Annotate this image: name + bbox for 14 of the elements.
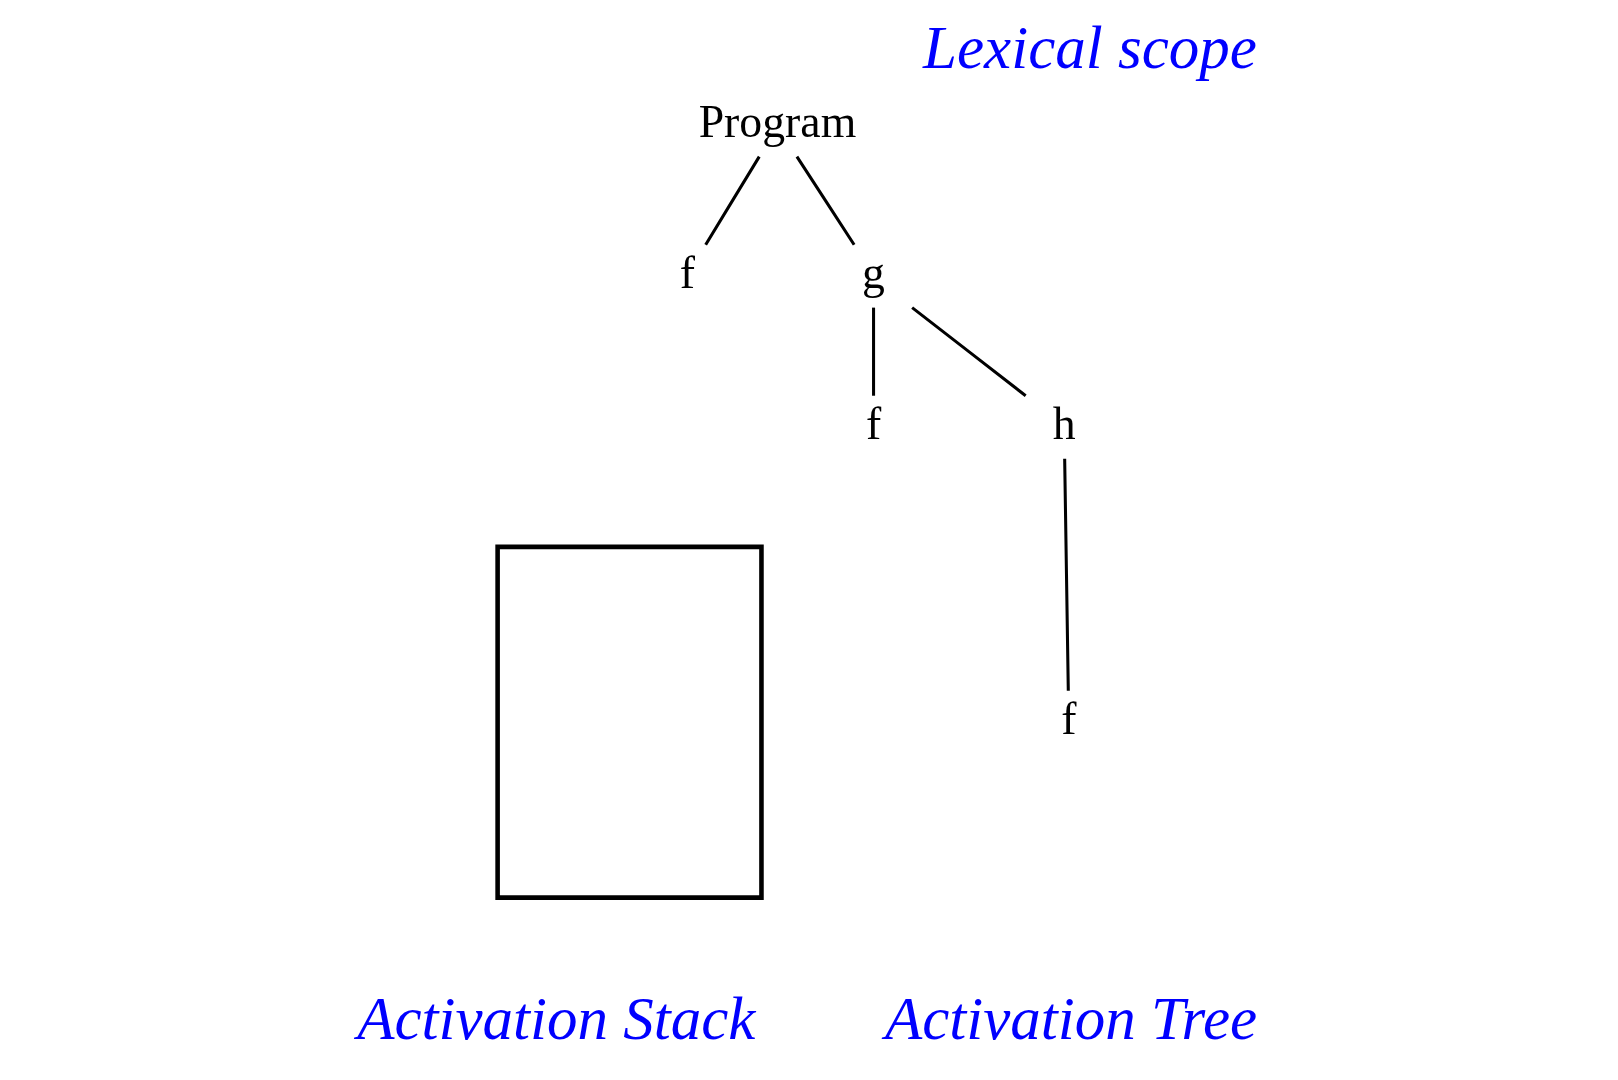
label: Activation Stack	[356, 985, 755, 1053]
connector	[703, 155, 761, 246]
node-text: f	[865, 397, 881, 449]
node-box	[494, 544, 764, 900]
connector	[871, 307, 875, 396]
node-text: h	[1052, 397, 1076, 449]
connector	[910, 306, 1027, 397]
node-text: Program	[698, 95, 856, 147]
connector	[795, 155, 855, 246]
connector	[1062, 458, 1070, 691]
node-text: f	[679, 246, 695, 298]
node-text: f	[1060, 692, 1076, 744]
node-text: g	[861, 246, 885, 298]
diagram-title: Lexical scope	[922, 13, 1257, 81]
